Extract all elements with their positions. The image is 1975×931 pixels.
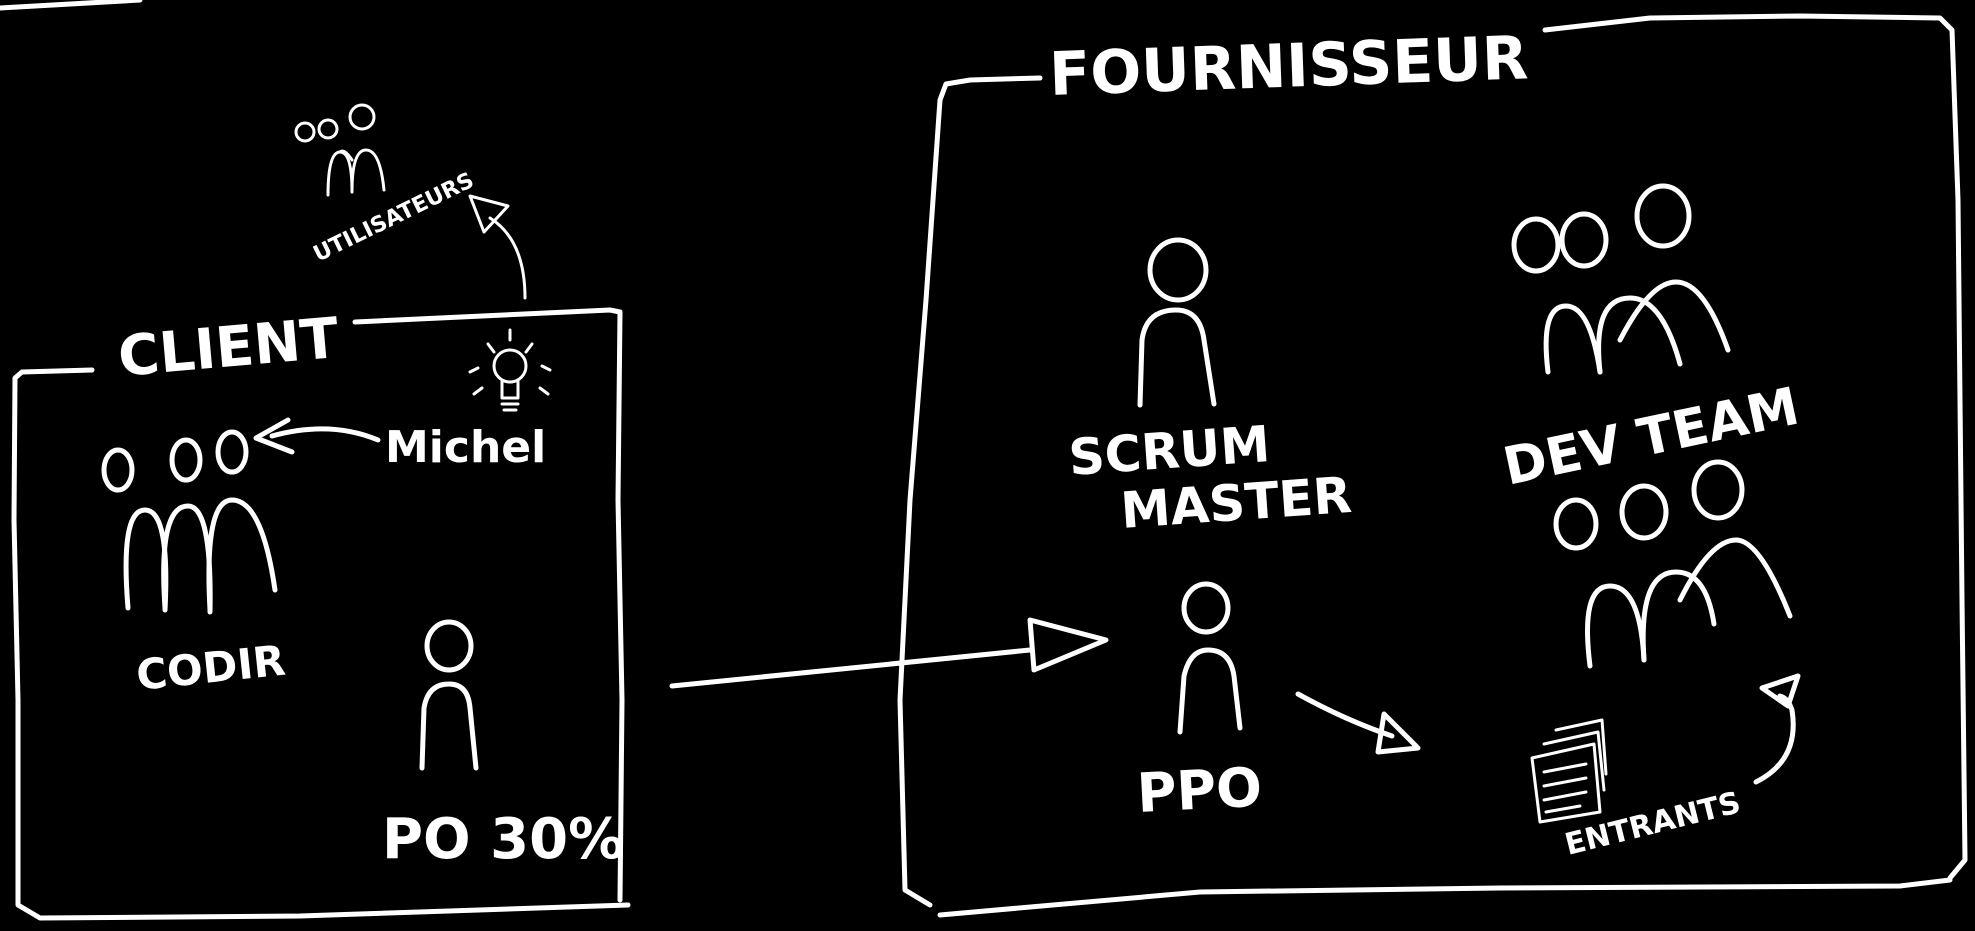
- codir-label: CODIR: [134, 636, 288, 700]
- client-to-ppo-arrow: [669, 647, 1033, 689]
- document-stack-icon: [1530, 718, 1608, 824]
- lightbulb-icon: [468, 328, 552, 412]
- po-person-icon: [419, 619, 479, 771]
- client-box: [11, 307, 631, 921]
- stray-stroke: [0, 0, 143, 11]
- client-to-users-arrowhead: [468, 194, 510, 234]
- scrum-master-label-line1: SCRUM: [1067, 415, 1272, 487]
- ppo-label: PPO: [1135, 756, 1263, 825]
- entrants-label: ENTRANTS: [1561, 785, 1744, 862]
- codir-group-icon: [101, 429, 278, 615]
- dev-team-group-icon: [1511, 183, 1731, 375]
- po-label: PO 30%: [382, 807, 624, 872]
- ppo-to-entrants-arrow: [1295, 691, 1395, 739]
- client-title: CLIENT: [116, 306, 342, 390]
- michel-label: Michel: [385, 422, 546, 473]
- utilisateurs-label: UTILISATEURS: [310, 168, 478, 267]
- utilisateurs-group-icon: [294, 103, 386, 197]
- client-to-ppo-arrowhead: [1027, 617, 1109, 673]
- entrants-to-devteam-arrow: [1753, 693, 1796, 785]
- fournisseur-box: [897, 13, 1968, 918]
- dev-team-group-2-icon: [1553, 459, 1793, 669]
- ppo-person-icon: [1177, 581, 1243, 735]
- client-to-users-arrow: [488, 216, 527, 300]
- fournisseur-title: FOURNISSEUR: [1048, 23, 1529, 110]
- entrants-to-devteam-arrowhead: [1759, 673, 1801, 709]
- scrum-master-person-icon: [1137, 237, 1217, 408]
- michel-to-codir-arrow: [269, 426, 381, 443]
- ppo-to-entrants-arrowhead: [1375, 711, 1421, 755]
- michel-to-codir-arrowhead: [253, 417, 295, 455]
- dev-team-label: DEV TEAM: [1498, 377, 1804, 498]
